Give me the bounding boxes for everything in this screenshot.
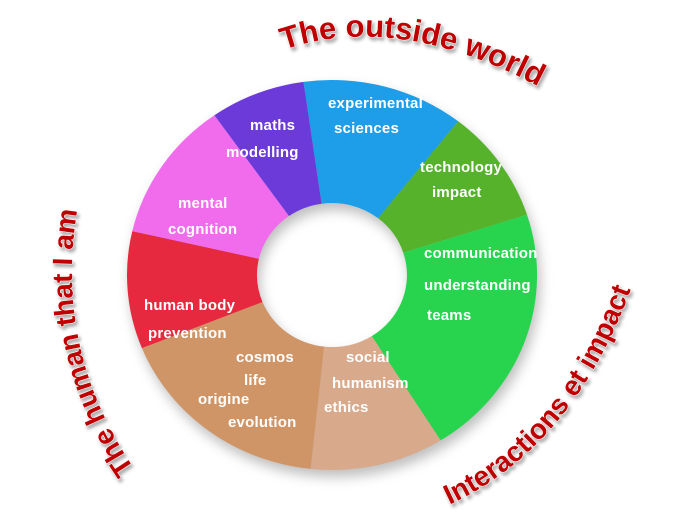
segment-mental-cognition xyxy=(132,115,289,259)
segment-maths-modelling xyxy=(214,81,322,217)
label-maths: maths xyxy=(250,117,295,134)
label-human-body: human body xyxy=(144,297,236,314)
segment-communication-understanding-teams xyxy=(371,214,538,441)
label-origine: origine xyxy=(198,391,249,408)
label-experimental: experimental xyxy=(328,95,423,112)
label-prevention: prevention xyxy=(148,325,227,342)
label-cognition: cognition xyxy=(168,221,237,238)
title-human-that-i-am: The human that I am xyxy=(47,207,140,483)
segment-experimental-sciences xyxy=(303,80,459,219)
title-human-that-i-am-text: The human that I am xyxy=(46,206,140,483)
segment-labels: experimental sciences technology impact … xyxy=(144,95,537,431)
segment-human-body-prevention xyxy=(127,231,263,349)
title-outside-world: The outside world xyxy=(275,8,551,92)
segment-cosmos-life-origine-evolution xyxy=(141,302,325,469)
segment-social-humanism-ethics xyxy=(310,336,441,470)
label-impact: impact xyxy=(432,184,482,201)
label-humanism: humanism xyxy=(332,375,409,392)
label-modelling: modelling xyxy=(226,144,299,161)
label-life: life xyxy=(244,372,266,389)
title-outside-world-text: The outside world xyxy=(275,8,552,93)
label-mental: mental xyxy=(178,195,228,212)
label-social: social xyxy=(346,349,390,366)
label-evolution: evolution xyxy=(228,414,296,431)
label-communication: communication xyxy=(424,245,537,262)
segment-technology-impact xyxy=(378,121,527,253)
label-ethics: ethics xyxy=(324,399,369,416)
label-cosmos: cosmos xyxy=(236,349,294,366)
label-sciences: sciences xyxy=(334,120,399,137)
label-understanding: understanding xyxy=(424,277,531,294)
label-technology: technology xyxy=(420,159,502,176)
label-teams: teams xyxy=(427,307,471,324)
donut-wheel xyxy=(127,80,538,470)
